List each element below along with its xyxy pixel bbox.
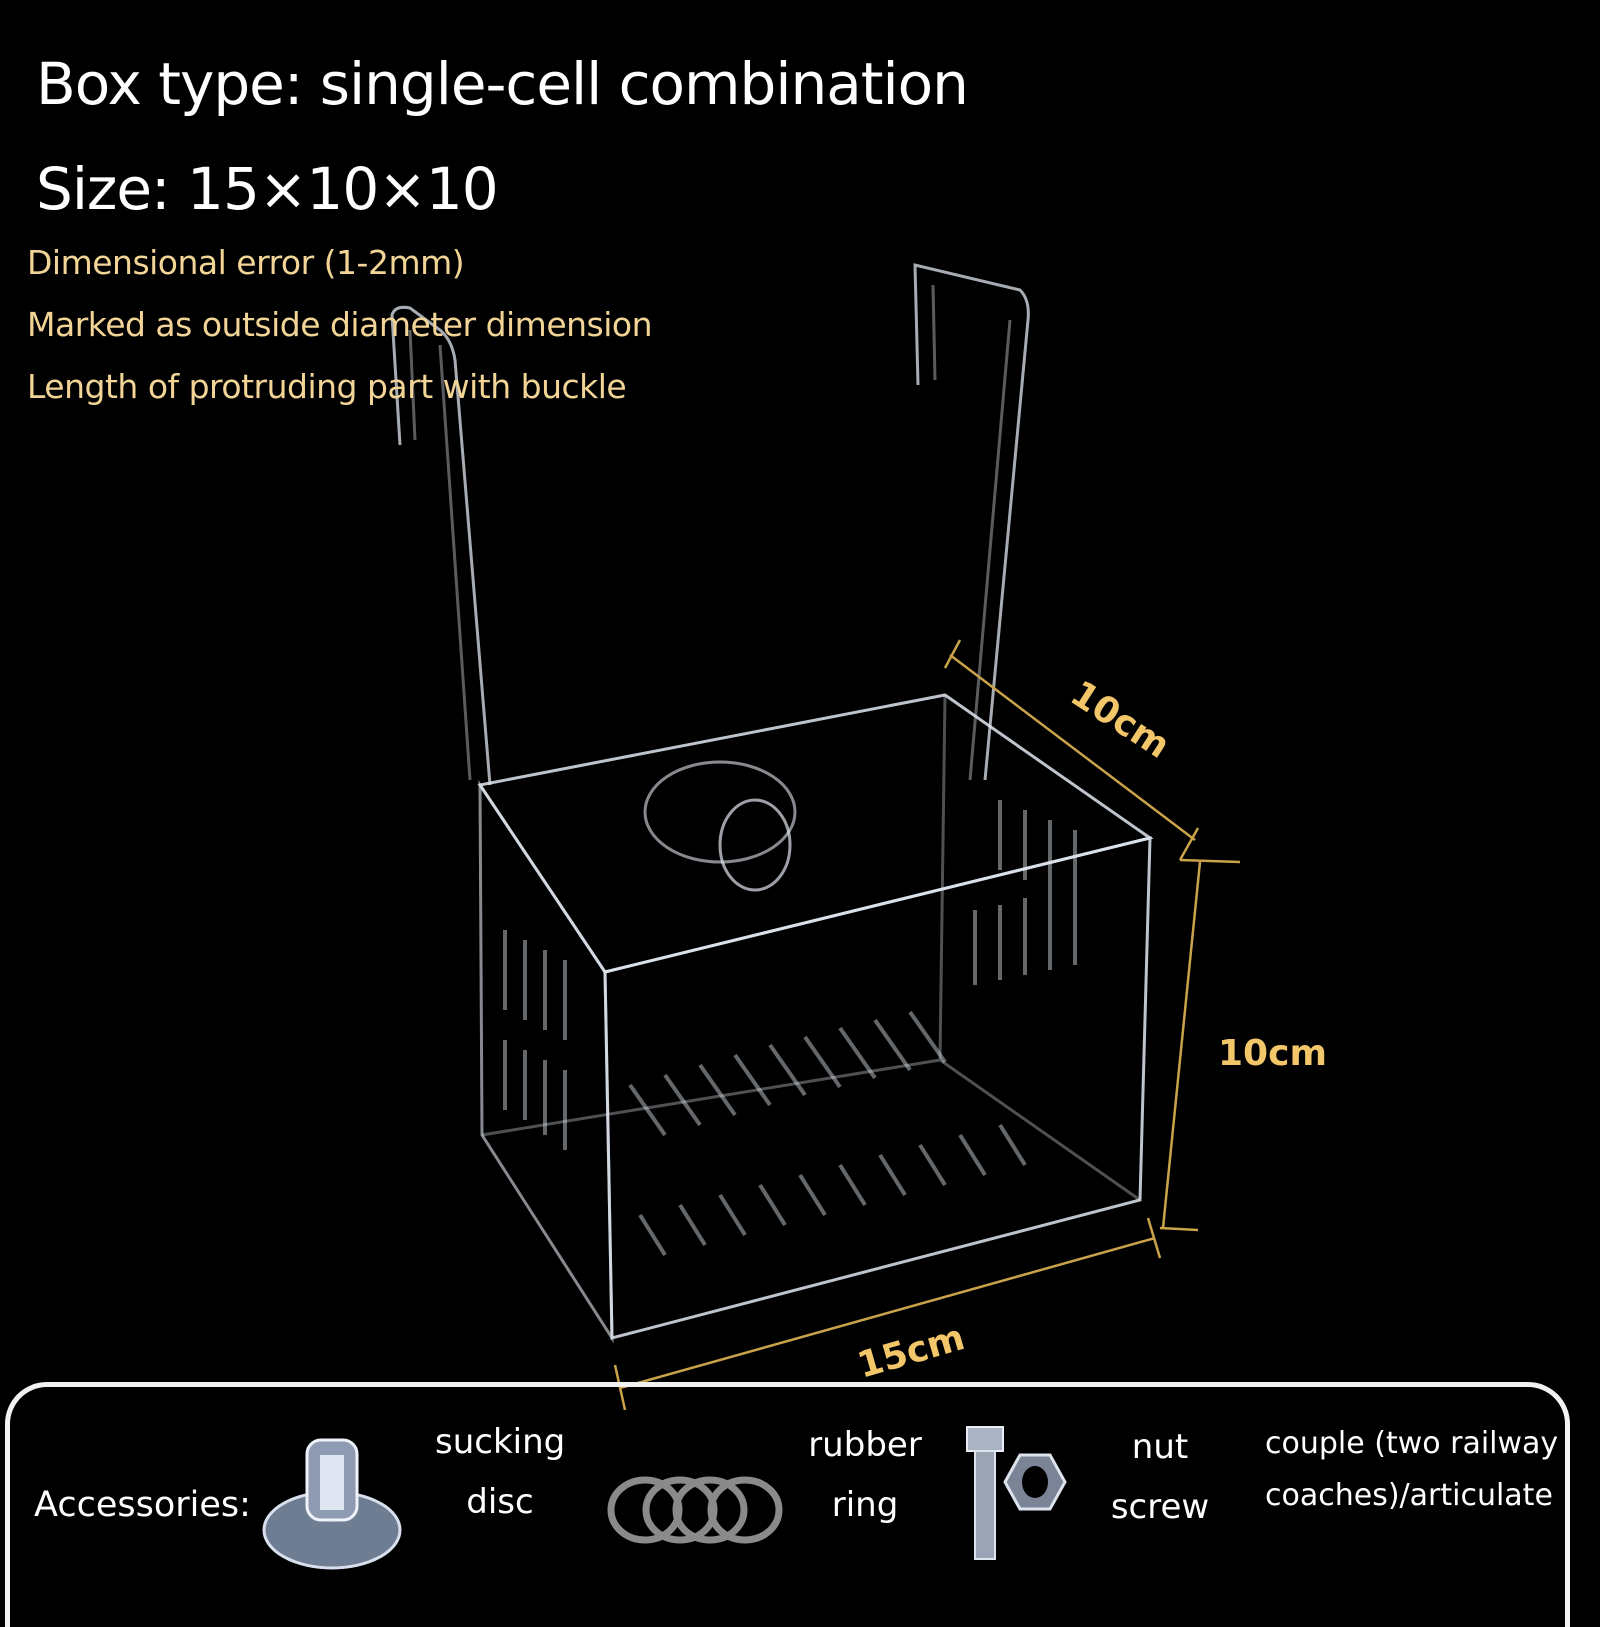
left-hook bbox=[390, 305, 492, 786]
accessory-couple-line2: coaches)/articulate bbox=[1265, 1478, 1553, 1513]
size-title: Size: 15×10×10 bbox=[36, 155, 499, 223]
box-left bbox=[478, 780, 614, 1344]
dimension-lines bbox=[613, 639, 1241, 1411]
accessory-nut-line1: nut bbox=[1131, 1427, 1189, 1467]
accessory-sucking-disc-line1: sucking bbox=[435, 1422, 566, 1462]
nut-screw-icon bbox=[966, 1426, 1067, 1560]
height-label: 10cm bbox=[1218, 1033, 1327, 1074]
note-dimensional-error: Dimensional error (1-2mm) bbox=[27, 243, 465, 282]
width-label: 15cm bbox=[853, 1317, 969, 1386]
accessory-screw-line2: screw bbox=[1110, 1487, 1210, 1527]
rubber-rings-icon bbox=[607, 1476, 783, 1544]
note-protruding-length: Length of protruding part with buckle bbox=[27, 367, 627, 406]
accessory-couple-line1: couple (two railway bbox=[1265, 1426, 1559, 1461]
suction-cup bbox=[643, 760, 797, 864]
accessory-rubber-ring-line1: rubber bbox=[808, 1425, 922, 1465]
accessories-panel bbox=[5, 1382, 1570, 1627]
accessory-sucking-disc-line2: disc bbox=[466, 1482, 534, 1522]
box-type-title: Box type: single-cell combination bbox=[36, 50, 969, 118]
accessory-rubber-ring-line2: ring bbox=[831, 1485, 899, 1525]
accessories-label: Accessories: bbox=[34, 1485, 251, 1525]
right-hook bbox=[913, 263, 1030, 781]
note-outside-diameter: Marked as outside diameter dimension bbox=[27, 305, 653, 344]
slots bbox=[503, 800, 1077, 1257]
suction-cup-icon bbox=[262, 1438, 402, 1570]
